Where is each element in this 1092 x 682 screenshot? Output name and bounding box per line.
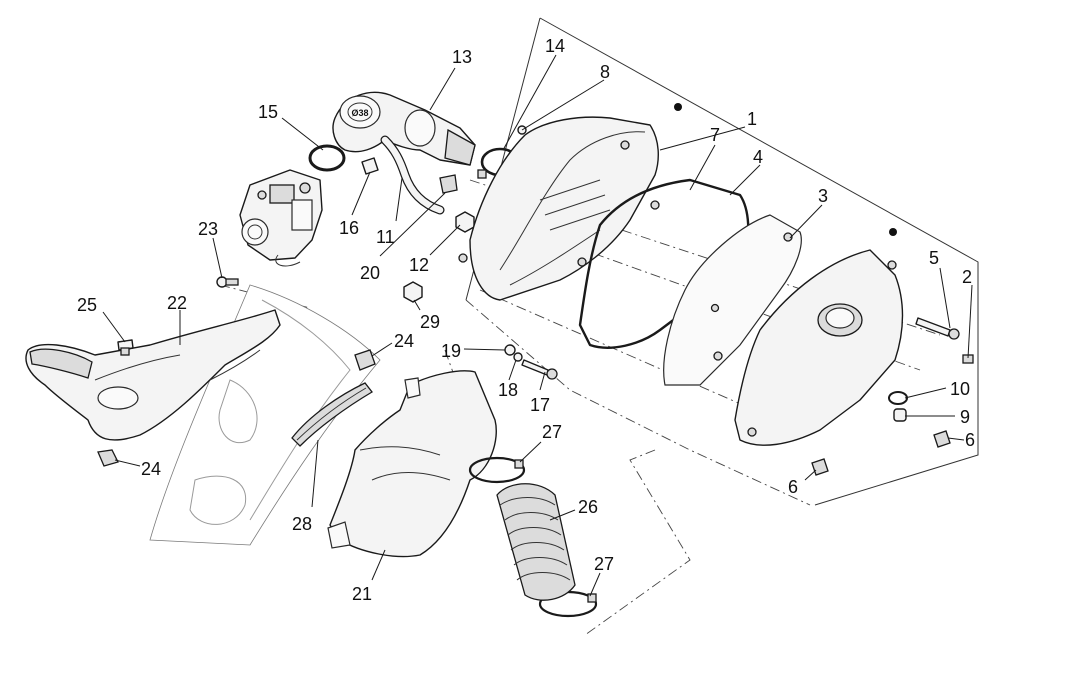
body-panel <box>149 284 381 546</box>
callout-23: 23 <box>198 219 218 239</box>
callout-18: 18 <box>498 380 518 400</box>
part-22-intake-snorkel <box>25 309 281 441</box>
part-23-screw <box>216 276 239 288</box>
callout-3: 3 <box>818 186 828 206</box>
part-26-corrugated-duct <box>496 483 576 601</box>
callout-27-lower: 27 <box>594 554 614 574</box>
part-21-lower-housing <box>327 370 497 558</box>
part-28-seal-strip <box>291 382 373 447</box>
part-13-intake-manifold: Ø38 <box>332 91 476 166</box>
part-6-screw-right <box>933 430 951 448</box>
part-24-clip-right <box>354 349 376 371</box>
part-9-plug <box>893 408 907 422</box>
callout-6-lower: 6 <box>788 477 798 497</box>
callout-labels: 1 2 3 4 5 6 6 7 8 9 10 11 12 13 14 15 16… <box>77 36 975 604</box>
part-20-fitting <box>439 174 458 194</box>
callout-20: 20 <box>360 263 380 283</box>
part-18-washer <box>513 352 523 362</box>
leader-lines <box>102 54 973 597</box>
callout-27-upper: 27 <box>542 422 562 442</box>
part-11-breather-hose <box>380 135 445 215</box>
part-6-screw-lower <box>811 458 829 476</box>
callout-2: 2 <box>962 267 972 287</box>
part-17-bolt <box>521 359 558 380</box>
part-27-clamp-upper <box>468 456 526 484</box>
part-12-nut <box>455 211 475 233</box>
callout-8: 8 <box>600 62 610 82</box>
airbox-body <box>458 116 660 301</box>
callout-7: 7 <box>710 125 720 145</box>
callout-21: 21 <box>352 584 372 604</box>
part-15-clamp-ring <box>308 144 346 172</box>
callout-1: 1 <box>747 109 757 129</box>
part-16-sleeve <box>361 157 379 175</box>
callout-16: 16 <box>339 218 359 238</box>
part-10-clip <box>888 391 908 405</box>
callout-28: 28 <box>292 514 312 534</box>
callout-6-right: 6 <box>965 430 975 450</box>
callout-29: 29 <box>420 312 440 332</box>
callout-13: 13 <box>452 47 472 67</box>
callout-17: 17 <box>530 395 550 415</box>
callout-24-right: 24 <box>394 331 414 351</box>
callout-5: 5 <box>929 248 939 268</box>
callout-11: 11 <box>376 227 395 247</box>
callout-15: 15 <box>258 102 278 122</box>
reference-dots <box>674 103 897 236</box>
throttle-body <box>239 169 323 267</box>
callout-22: 22 <box>167 293 187 313</box>
callout-9: 9 <box>960 407 970 427</box>
callout-26: 26 <box>578 497 598 517</box>
callout-14: 14 <box>545 36 565 56</box>
part-5-long-bolt <box>915 317 960 340</box>
callout-12: 12 <box>409 255 429 275</box>
callout-25: 25 <box>77 295 97 315</box>
diameter-stamp: Ø38 <box>351 108 368 118</box>
part-25-screw <box>117 339 134 356</box>
callout-4: 4 <box>753 147 763 167</box>
part-3-filter-element <box>663 214 802 386</box>
part-24-clip-left <box>97 449 119 467</box>
callout-10: 10 <box>950 379 970 399</box>
airbox-cover <box>734 249 904 446</box>
part-19-washer <box>504 344 516 356</box>
callout-24-left: 24 <box>141 459 161 479</box>
part-29-nut <box>403 281 423 303</box>
callout-19: 19 <box>441 341 461 361</box>
